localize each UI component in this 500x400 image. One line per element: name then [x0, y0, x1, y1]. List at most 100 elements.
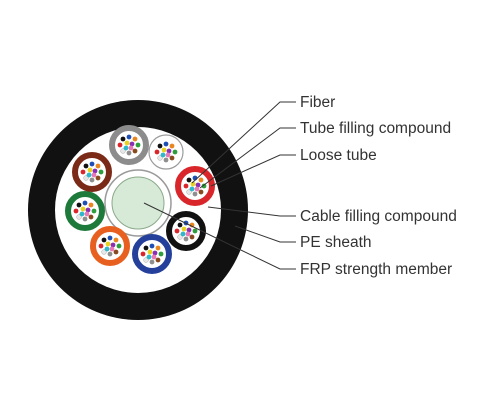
fiber	[83, 163, 89, 169]
fiber	[76, 214, 82, 220]
orange-tube	[90, 226, 130, 266]
fiber	[166, 148, 172, 154]
fiber	[140, 251, 146, 257]
fiber	[195, 182, 201, 188]
fiber	[123, 145, 129, 151]
fiber	[95, 163, 101, 169]
leader-frp	[143, 202, 296, 270]
fiber	[160, 152, 166, 158]
loose-tube-wall	[72, 152, 112, 192]
loose-tube-wall	[166, 211, 206, 251]
fiber	[183, 236, 189, 242]
loose-tube-wall	[65, 191, 105, 231]
fiber	[105, 241, 111, 247]
leader-tube-filling	[199, 127, 296, 189]
red-tube	[175, 166, 215, 206]
fiber	[149, 259, 155, 265]
fiber	[194, 186, 200, 192]
fiber	[89, 161, 95, 167]
label-fiber: Fiber	[300, 94, 335, 111]
fiber	[88, 202, 94, 208]
fiber	[132, 148, 138, 154]
fiber	[89, 177, 95, 183]
fiber	[189, 234, 195, 240]
fiber	[146, 254, 152, 260]
fiber	[174, 228, 180, 234]
fiber	[201, 183, 207, 189]
fiber	[189, 186, 195, 192]
loose-tubes	[65, 125, 215, 274]
fiber	[198, 177, 204, 183]
fiber	[169, 143, 175, 149]
fiber	[91, 208, 97, 214]
white-tube	[148, 134, 184, 170]
fiber	[83, 175, 89, 181]
cable-cross-section	[28, 100, 248, 320]
label-loose-tube: Loose tube	[300, 147, 377, 164]
fiber	[177, 222, 183, 228]
fiber	[98, 243, 104, 249]
fiber	[135, 142, 141, 148]
fiber	[80, 206, 86, 212]
leader-fiber	[191, 101, 296, 184]
leader-lines	[143, 101, 296, 270]
fiber	[163, 157, 169, 163]
fiber	[113, 249, 119, 255]
fiber	[149, 243, 155, 249]
fiber	[186, 177, 192, 183]
fiber	[169, 155, 175, 161]
fiber	[92, 168, 98, 174]
loose-tube-wall	[90, 226, 130, 266]
fiber	[120, 136, 126, 142]
loose-tube-wall	[132, 234, 172, 274]
green-tube	[65, 191, 105, 231]
fiber	[126, 134, 132, 140]
fiber	[190, 181, 196, 187]
fiber	[86, 172, 92, 178]
fiber	[73, 208, 79, 214]
fiber	[177, 234, 183, 240]
fiber	[181, 226, 187, 232]
fiber	[172, 149, 178, 155]
fiber	[82, 200, 88, 206]
fiber	[104, 246, 110, 252]
fiber	[129, 141, 135, 147]
frp-core	[111, 176, 165, 230]
fiber	[98, 169, 104, 175]
label-tube-filling-compound: Tube filling compound	[300, 120, 451, 137]
label-frp-strength-member: FRP strength member	[300, 261, 452, 278]
fiber	[158, 251, 164, 257]
loose-tube-wall	[175, 166, 215, 206]
fiber	[154, 149, 160, 155]
fiber	[120, 148, 126, 154]
fiber	[84, 211, 90, 217]
fiber	[151, 254, 157, 260]
fiber	[80, 169, 86, 175]
leader-cable-filling	[207, 206, 296, 217]
fiber	[91, 172, 97, 178]
loose-tube-wall	[109, 125, 149, 165]
callout-labels: Fiber Tube filling compound Loose tube C…	[300, 94, 457, 278]
fiber	[143, 257, 149, 263]
fiber	[183, 183, 189, 189]
fiber	[126, 150, 132, 156]
fiber	[79, 211, 85, 217]
label-cable-filling-compound: Cable filling compound	[300, 208, 457, 225]
fiber	[147, 249, 153, 255]
leader-loose-tube	[210, 154, 296, 187]
fiber	[132, 136, 138, 142]
fiber	[157, 143, 163, 149]
fiber	[143, 245, 149, 251]
fiber	[95, 175, 101, 181]
fiber	[124, 140, 130, 146]
fiber	[155, 257, 161, 263]
fiber	[161, 147, 167, 153]
fiber	[109, 246, 115, 252]
fiber	[165, 152, 171, 158]
fiber	[76, 202, 82, 208]
fiber	[198, 189, 204, 195]
fiber	[101, 249, 107, 255]
fiber	[88, 214, 94, 220]
leader-pe-sheath	[234, 225, 296, 243]
